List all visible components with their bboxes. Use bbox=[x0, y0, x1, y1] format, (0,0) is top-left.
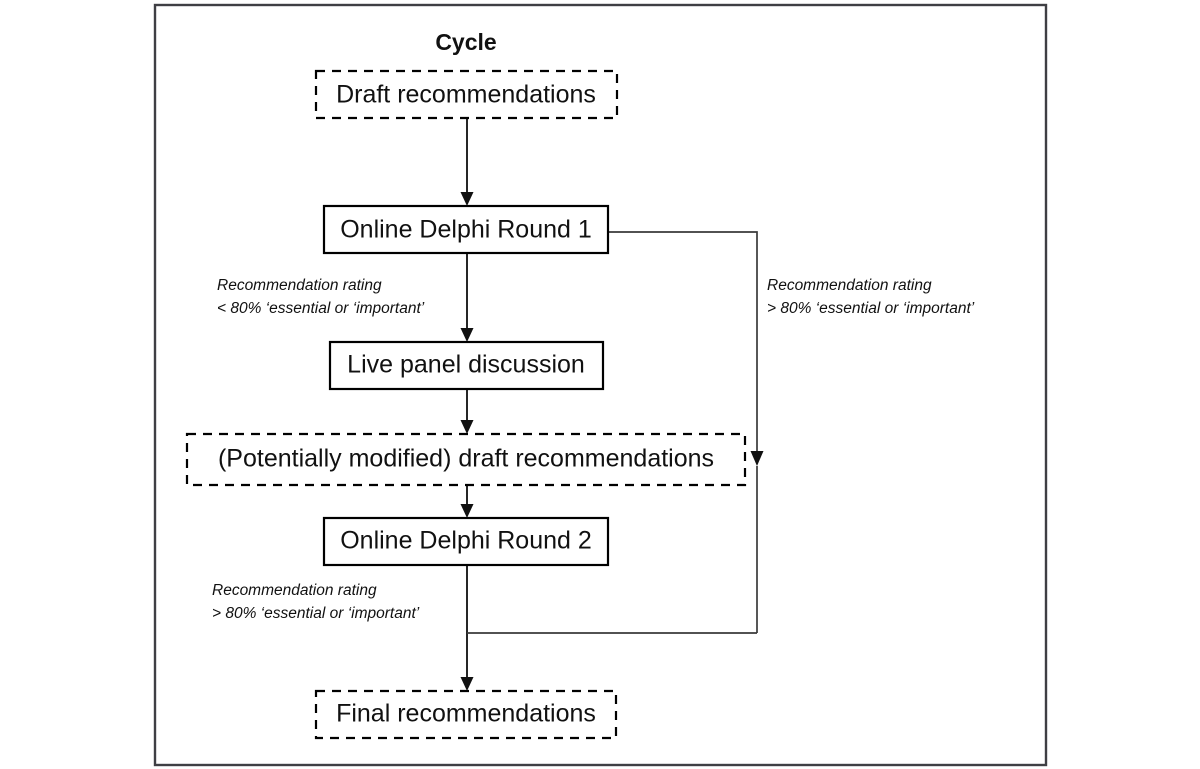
node-live-panel-discussion-label: Live panel discussion bbox=[347, 351, 585, 379]
figure-title: Cycle bbox=[435, 29, 496, 55]
node-final-recommendations-label: Final recommendations bbox=[336, 700, 596, 728]
edge-label-round1-fail-line1: Recommendation rating bbox=[217, 277, 382, 294]
node-live-panel-discussion[interactable] bbox=[328, 340, 605, 391]
edge-label-round1-fail-line2: < 80% ‘essential or ‘important’ bbox=[217, 300, 425, 317]
node-online-delphi-round-2[interactable] bbox=[322, 516, 610, 567]
arrowhead-modified-to-round2 bbox=[460, 504, 474, 518]
node-potentially-modified-label: (Potentially modified) draft recommendat… bbox=[218, 445, 714, 473]
node-online-delphi-round-2-label: Online Delphi Round 2 bbox=[340, 527, 592, 555]
arrowhead-round2-to-final bbox=[460, 677, 474, 691]
arrowhead-draft-to-round1 bbox=[460, 192, 474, 206]
edge-label-round2-pass-line2: > 80% ‘essential or ‘important’ bbox=[212, 605, 420, 622]
node-draft-recommendations-label: Draft recommendations bbox=[336, 81, 596, 109]
node-online-delphi-round-1-label: Online Delphi Round 1 bbox=[340, 216, 592, 244]
arrowhead-round1-pass-into-modified bbox=[750, 451, 764, 466]
edge-label-round1-pass-line2: > 80% ‘essential or ‘important’ bbox=[767, 300, 975, 317]
node-final-recommendations[interactable] bbox=[314, 689, 618, 740]
node-potentially-modified-draft-recommendations[interactable] bbox=[185, 432, 747, 487]
arrowhead-panel-to-modified bbox=[460, 420, 474, 434]
connector-round1-pass-route bbox=[608, 231, 758, 455]
node-draft-recommendations[interactable] bbox=[314, 69, 619, 120]
node-online-delphi-round-1[interactable] bbox=[322, 204, 610, 255]
edge-label-round1-pass-line1: Recommendation rating bbox=[767, 277, 932, 294]
arrowhead-round1-to-panel bbox=[460, 328, 474, 342]
edge-label-round2-pass-line1: Recommendation rating bbox=[212, 582, 377, 599]
